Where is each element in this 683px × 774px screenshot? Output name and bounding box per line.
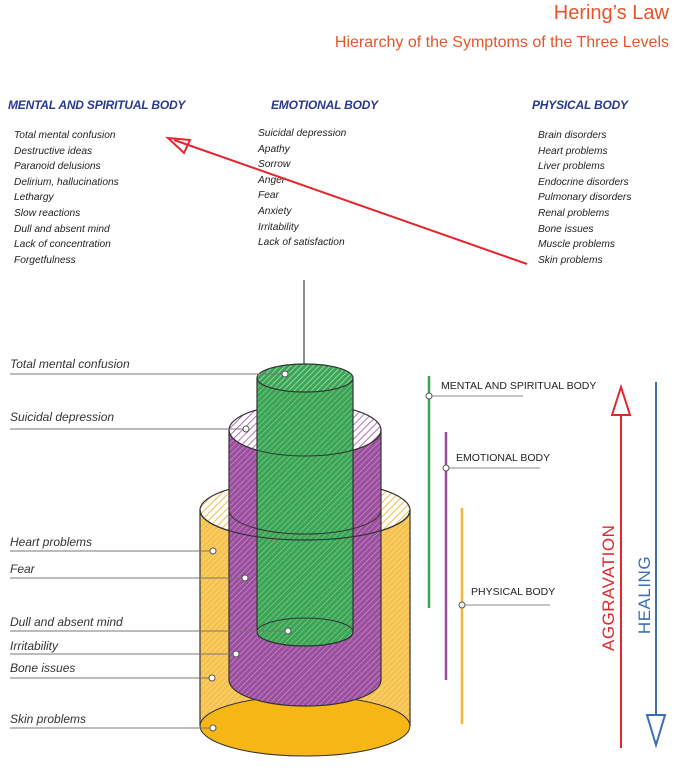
direction-arrow	[165, 136, 528, 265]
leader-dots	[208, 370, 292, 732]
list-item: Slow reactions	[14, 207, 81, 219]
heading-mental-spiritual: MENTAL AND SPIRITUAL BODY	[8, 98, 186, 112]
level-label-physical: PHYSICAL BODY	[471, 586, 556, 598]
page-title: Hering’s Law	[553, 2, 669, 24]
mental-cylinder	[199, 363, 411, 647]
list-item: Heart problems	[538, 145, 608, 157]
list-item: Bone issues	[538, 223, 594, 235]
list-item: Renal problems	[538, 207, 610, 219]
list-item: Brain disorders	[538, 130, 607, 141]
page-subtitle: Hierarchy of the Symptoms of the Three L…	[334, 34, 669, 51]
leader-lines	[10, 373, 288, 729]
list-item: Irritability	[258, 221, 299, 233]
list-item: Paranoid delusions	[14, 161, 101, 173]
list-item: Muscle problems	[538, 239, 615, 251]
label-heart-problems: Heart problems	[10, 535, 93, 549]
level-bars	[425, 376, 550, 724]
list-item: Sorrow	[258, 159, 291, 171]
label-suicidal-depression: Suicidal depression	[10, 410, 115, 424]
list-item: Delirium, hallucinations	[14, 176, 119, 188]
mental-symptom-list: Total mental confusion Destructive ideas…	[14, 128, 119, 268]
list-item: Destructive ideas	[14, 145, 93, 157]
level-label-emotional: EMOTIONAL BODY	[456, 452, 551, 464]
healing-label: HEALING	[635, 555, 654, 635]
list-item: Liver problems	[538, 161, 605, 173]
label-bone-issues: Bone issues	[10, 661, 76, 675]
heading-emotional: EMOTIONAL BODY	[271, 98, 378, 112]
label-skin-problems: Skin problems	[10, 712, 87, 726]
label-irritability: Irritability	[10, 639, 59, 653]
list-item: Anxiety	[258, 205, 292, 217]
list-item: Skin problems	[538, 254, 603, 266]
list-item: Apathy	[258, 143, 290, 155]
list-item: Endocrine disorders	[538, 176, 629, 188]
list-item: Pulmonary disorders	[538, 192, 632, 204]
list-item: Total mental confusion	[14, 130, 116, 141]
list-item: Suicidal depression	[258, 128, 347, 139]
list-item: Fear	[258, 190, 279, 202]
level-label-mental: MENTAL AND SPIRITUAL BODY	[441, 380, 597, 392]
physical-symptom-list: Brain disorders Heart problems Liver pro…	[538, 128, 631, 268]
heading-physical: PHYSICAL BODY	[532, 98, 628, 112]
list-item: Lack of satisfaction	[258, 237, 345, 249]
aggravation-arrow	[610, 383, 632, 748]
list-item: Dull and absent mind	[14, 223, 110, 235]
healing-arrow	[645, 382, 667, 749]
list-item: Lethargy	[14, 192, 54, 204]
aggravation-label: AGGRAVATION	[599, 524, 618, 651]
list-item: Forgetfulness	[14, 254, 76, 266]
emotional-symptom-list: Suicidal depression Apathy Sorrow Anger …	[258, 126, 346, 251]
label-fear: Fear	[10, 562, 35, 576]
label-dull-absent-mind: Dull and absent mind	[10, 615, 123, 629]
list-item: Anger	[258, 174, 286, 186]
label-total-mental-confusion: Total mental confusion	[10, 357, 130, 371]
list-item: Lack of concentration	[14, 239, 111, 251]
